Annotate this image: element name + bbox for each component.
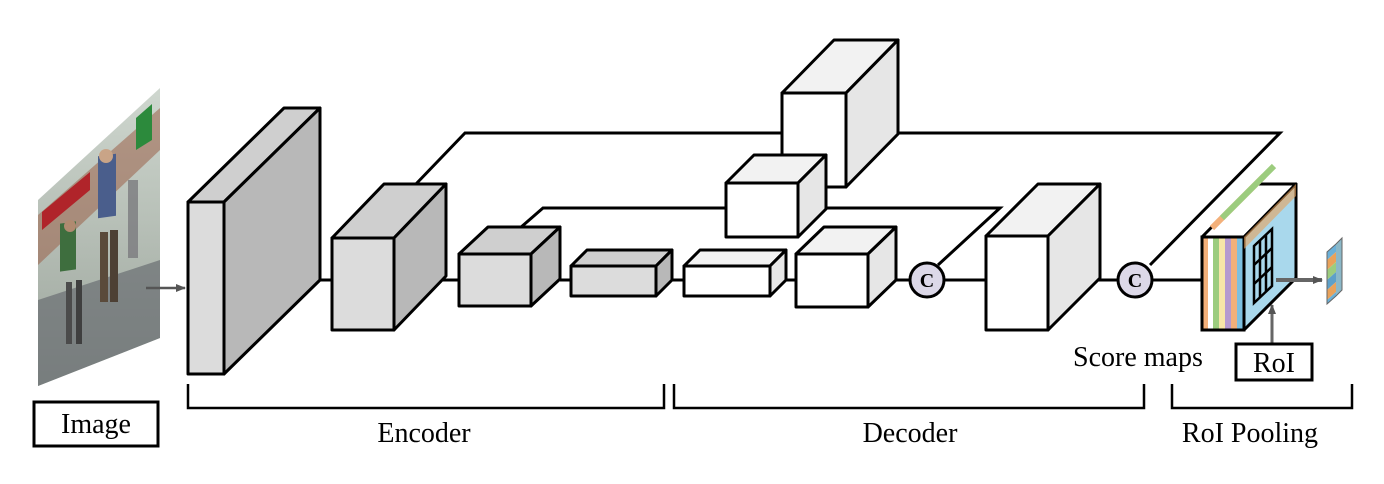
concat-symbol-1: C xyxy=(920,270,934,292)
roi-pooling-label: RoI Pooling xyxy=(1182,418,1318,449)
score-maps-label: Score maps xyxy=(1073,342,1203,373)
encoder-block-3 xyxy=(457,225,562,308)
roi-grid xyxy=(1252,226,1274,306)
score-map-stripes xyxy=(1209,163,1277,231)
input-image-thumbnail xyxy=(38,88,160,386)
decoder-label: Decoder xyxy=(863,418,959,449)
encoder-block-4 xyxy=(569,248,674,298)
score-maps xyxy=(1200,163,1298,332)
roi-box xyxy=(1234,342,1314,382)
concat-node-1: C xyxy=(908,261,946,299)
roi-pooling-bracket xyxy=(1170,384,1354,410)
encoder-block-1 xyxy=(186,106,322,376)
pooled-output-cells xyxy=(1326,236,1343,306)
decoder-block-2 xyxy=(794,225,898,309)
image-label-box xyxy=(32,400,160,448)
concat-node-2: C xyxy=(1116,261,1154,299)
decoder-block-1 xyxy=(682,248,788,298)
upsample-block-small xyxy=(724,153,828,239)
encoder-bracket xyxy=(186,384,666,410)
decoder-bracket xyxy=(672,384,1146,410)
roi-label: RoI xyxy=(1253,348,1295,379)
decoder-block-3 xyxy=(984,182,1102,332)
encoder-label: Encoder xyxy=(377,418,471,449)
concat-symbol-2: C xyxy=(1128,270,1142,292)
encoder-block-2 xyxy=(330,182,448,332)
score-map-front-stripes xyxy=(1200,235,1246,332)
image-label: Image xyxy=(61,409,131,440)
